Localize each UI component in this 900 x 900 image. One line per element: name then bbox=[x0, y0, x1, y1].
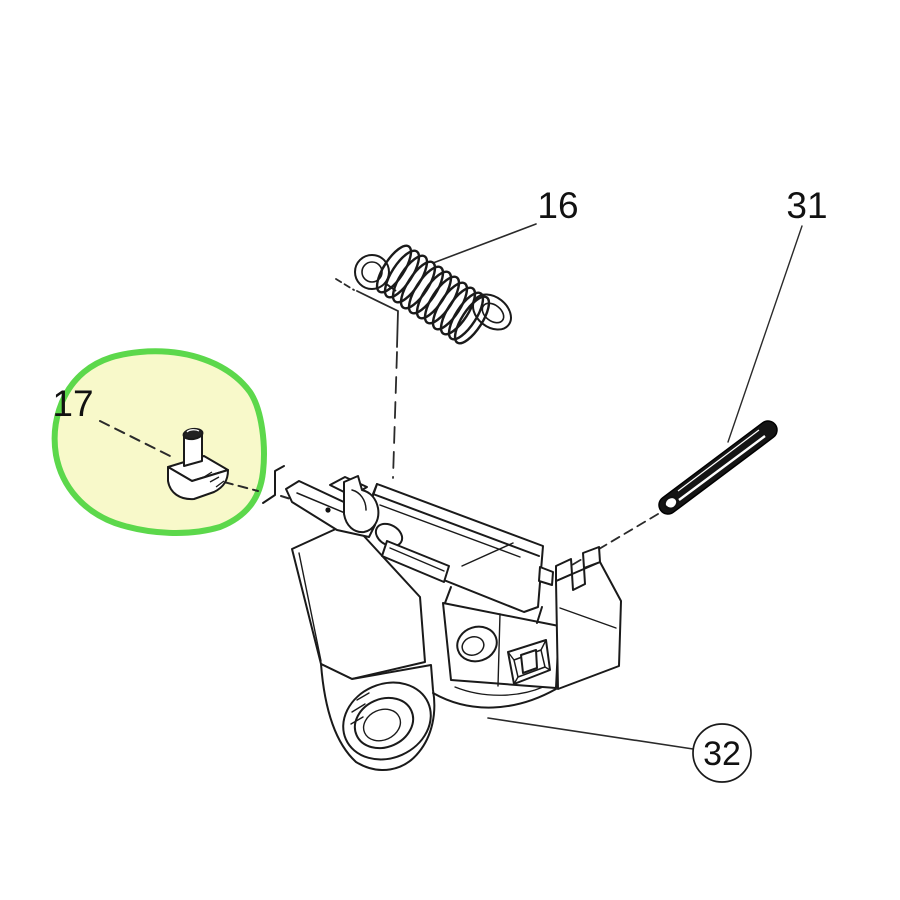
housing-top-plate-thickness bbox=[372, 483, 540, 557]
roll-pin-slot bbox=[678, 435, 766, 501]
spring-right-eye-outer bbox=[472, 293, 512, 331]
pin17-base-hatch bbox=[203, 471, 225, 488]
housing-plate-fold-line bbox=[461, 542, 514, 567]
block-recess-post bbox=[520, 649, 538, 674]
highlight-region-part17 bbox=[51, 348, 267, 536]
hammer-hook-inner bbox=[351, 489, 367, 511]
callout-label-17: 17 bbox=[52, 383, 93, 424]
leader-line-32 bbox=[487, 717, 694, 750]
housing-block-face bbox=[442, 602, 560, 689]
part-housing-assembly bbox=[262, 465, 622, 771]
roll-pin-body bbox=[658, 420, 778, 515]
centerline-spring-hook bbox=[335, 278, 355, 291]
housing-bottom-lug bbox=[320, 663, 436, 771]
hammer-hook bbox=[343, 475, 380, 534]
spring-coils bbox=[375, 244, 491, 345]
leader-line-31 bbox=[727, 225, 803, 443]
centerline-17-to-housing bbox=[223, 481, 259, 492]
sear-pivot-dot bbox=[325, 507, 331, 513]
part-shoulder-pin bbox=[167, 427, 229, 501]
right-block-left-prong bbox=[555, 558, 573, 582]
housing-block-step1 bbox=[444, 586, 452, 604]
part-roll-pin bbox=[658, 420, 778, 515]
leader-line-16 bbox=[432, 223, 537, 264]
pivot-boss bbox=[374, 522, 404, 548]
pin17-base-body bbox=[167, 466, 229, 501]
housing-bottom-curve bbox=[432, 688, 557, 709]
lug-hole-mid bbox=[353, 696, 415, 750]
housing-left-plate-edge bbox=[298, 552, 322, 662]
lug-hole-inner bbox=[362, 708, 402, 742]
lug-hole-threads bbox=[350, 692, 370, 725]
housing-block-step2 bbox=[536, 606, 543, 624]
block-hole-inner bbox=[461, 636, 485, 656]
housing-plate-rail-line bbox=[379, 504, 521, 558]
housing-locating-bracket bbox=[262, 465, 285, 504]
callout-circle-32 bbox=[692, 723, 752, 783]
housing-right-block bbox=[555, 561, 622, 690]
centerline-spring-corner bbox=[356, 290, 399, 348]
housing-top-plate-tab bbox=[538, 566, 554, 586]
right-block-notch bbox=[571, 567, 586, 591]
callout-label-31: 31 bbox=[786, 185, 827, 226]
block-hole-outer bbox=[456, 625, 498, 663]
leader-line-17-dashed bbox=[99, 420, 177, 460]
centerline-spring-vertical-dashed bbox=[392, 351, 398, 479]
spring-right-eye-inner bbox=[481, 302, 505, 324]
callout-label-32: 32 bbox=[703, 735, 741, 773]
link-arm-edge bbox=[389, 547, 445, 572]
housing-block-face-edge bbox=[497, 613, 501, 687]
right-block-top-face bbox=[559, 607, 617, 629]
housing-bottom-curve-inner bbox=[454, 686, 544, 696]
lug-hole-outer bbox=[342, 681, 432, 761]
spring-left-hook-outer bbox=[354, 254, 390, 290]
callout-labels: 16 17 31 32 bbox=[52, 185, 828, 783]
callout-label-16: 16 bbox=[537, 185, 578, 226]
block-recess-depth bbox=[507, 639, 551, 685]
right-block-right-prong bbox=[582, 546, 601, 569]
part-extension-spring bbox=[354, 244, 512, 345]
roll-pin-seam bbox=[677, 429, 760, 492]
roll-pin-hole-shadow bbox=[665, 505, 676, 509]
pin17-stem-cap-highlight bbox=[186, 429, 200, 433]
